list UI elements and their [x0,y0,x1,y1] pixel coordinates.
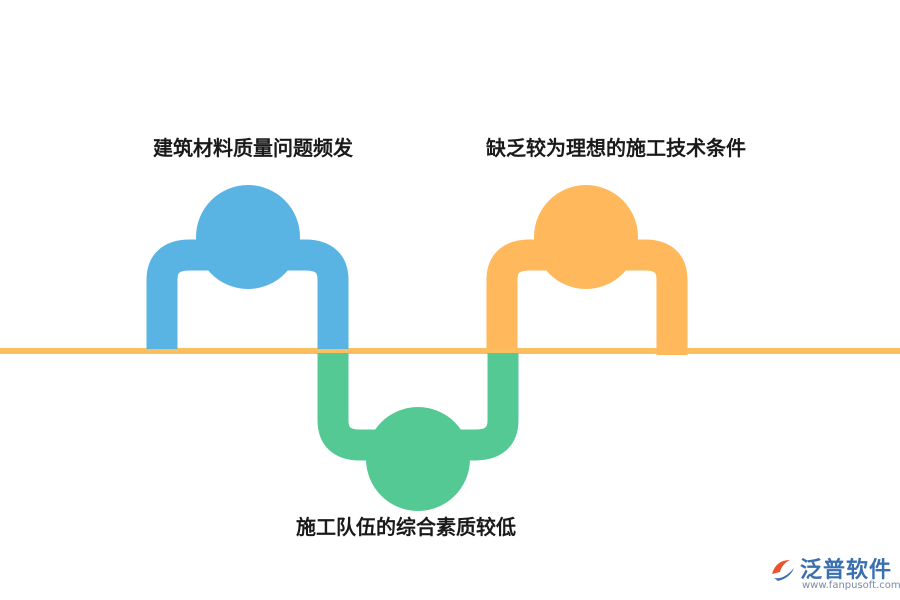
label-right: 缺乏较为理想的施工技术条件 [486,136,746,160]
watermark-url: www.fanpusoft.com [802,580,900,591]
bottom-node-circle [366,407,470,511]
left-node-circle [196,185,300,289]
label-left: 建筑材料质量问题频发 [153,136,353,160]
bottom-loop [317,353,519,511]
watermark: 泛普软件 www.fanpusoft.com [768,552,900,596]
fanpu-logo-icon [772,560,794,581]
left-loop [146,185,349,349]
label-bottom: 施工队伍的综合素质较低 [296,515,516,539]
right-node-circle [534,185,638,289]
watermark-brand: 泛普软件 [800,558,893,583]
right-loop [486,185,688,355]
